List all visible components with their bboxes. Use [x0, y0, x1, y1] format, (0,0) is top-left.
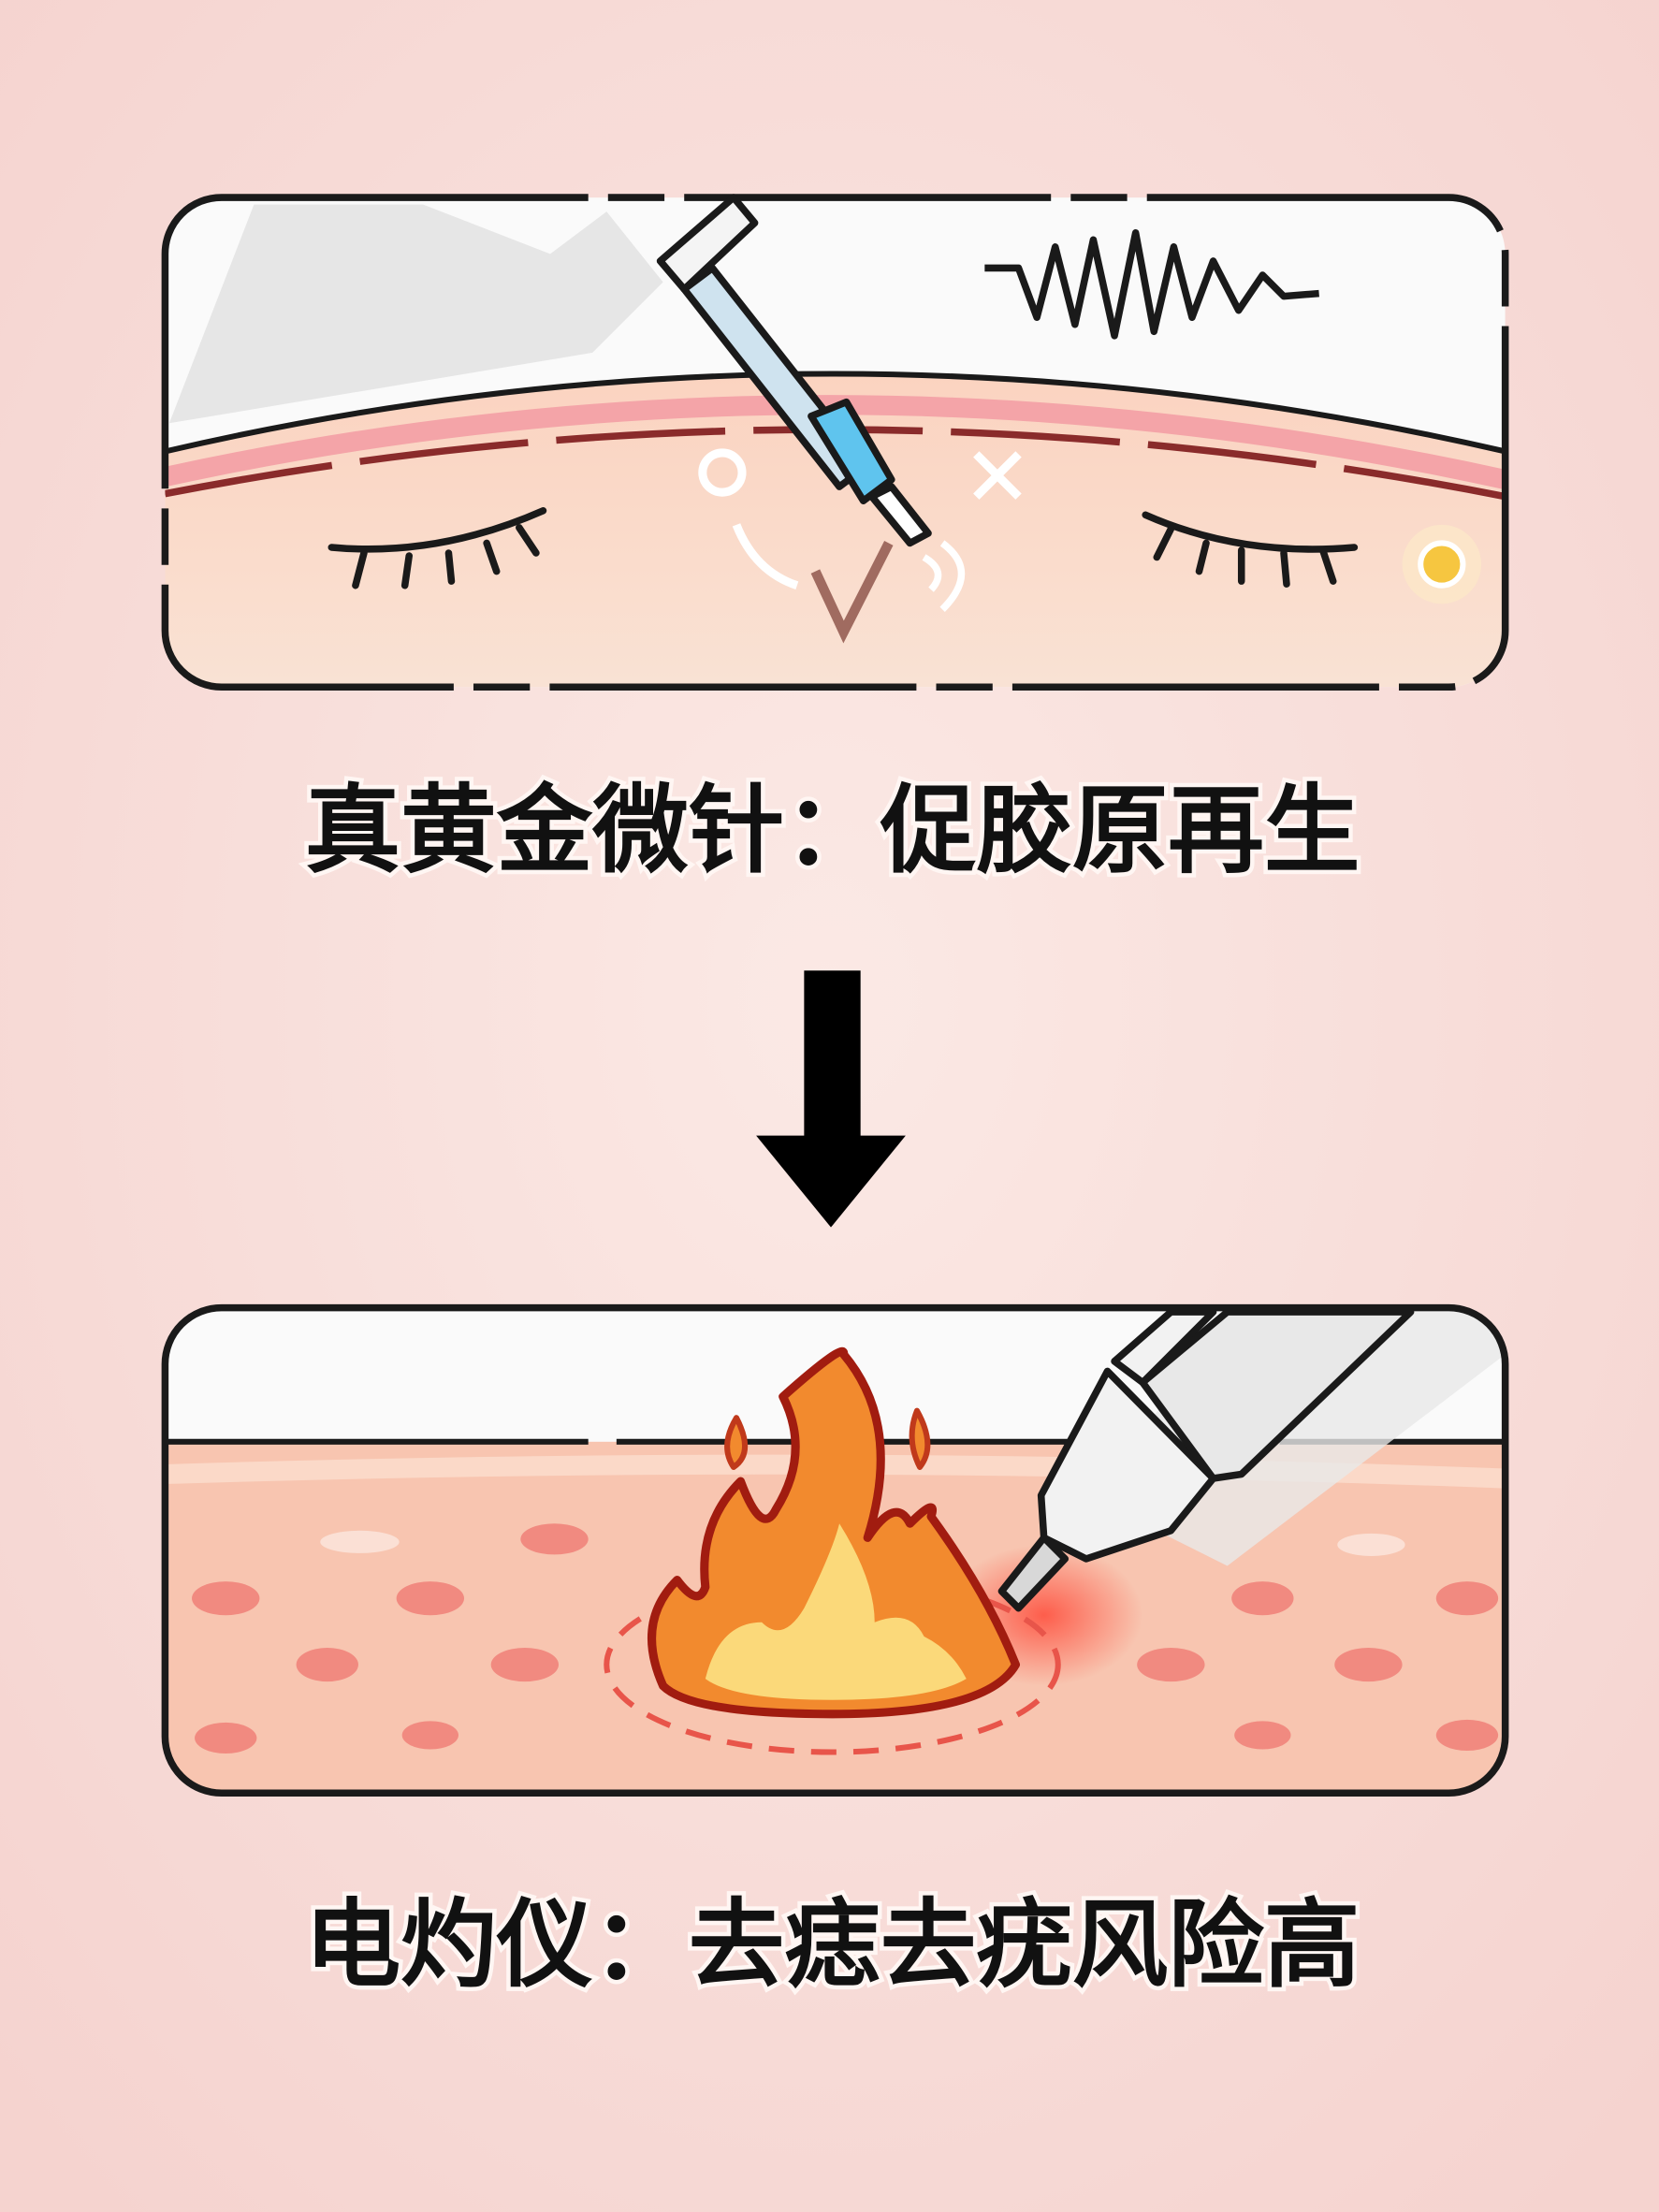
microneedle-pen-icon — [656, 194, 932, 547]
panel-microneedle — [161, 194, 1509, 691]
checkmark-icon — [698, 448, 1022, 644]
closed-eye-icon — [1142, 511, 1359, 588]
caption-electrocautery: 电灼仪：去痣去疣风险高 — [305, 1890, 1361, 2001]
wave-icon — [984, 228, 1319, 340]
caption-microneedle: 真黄金微针：促胶原再生 — [305, 776, 1361, 887]
panel-electrocautery — [161, 1303, 1509, 1797]
skin-cells — [192, 1523, 1499, 1754]
flame-icon — [648, 1346, 1021, 1719]
closed-eye-icon — [327, 507, 547, 589]
down-arrow-icon — [756, 970, 906, 1228]
sparkle-icon — [1402, 524, 1482, 604]
electrocautery-pen-icon — [997, 1308, 1415, 1612]
